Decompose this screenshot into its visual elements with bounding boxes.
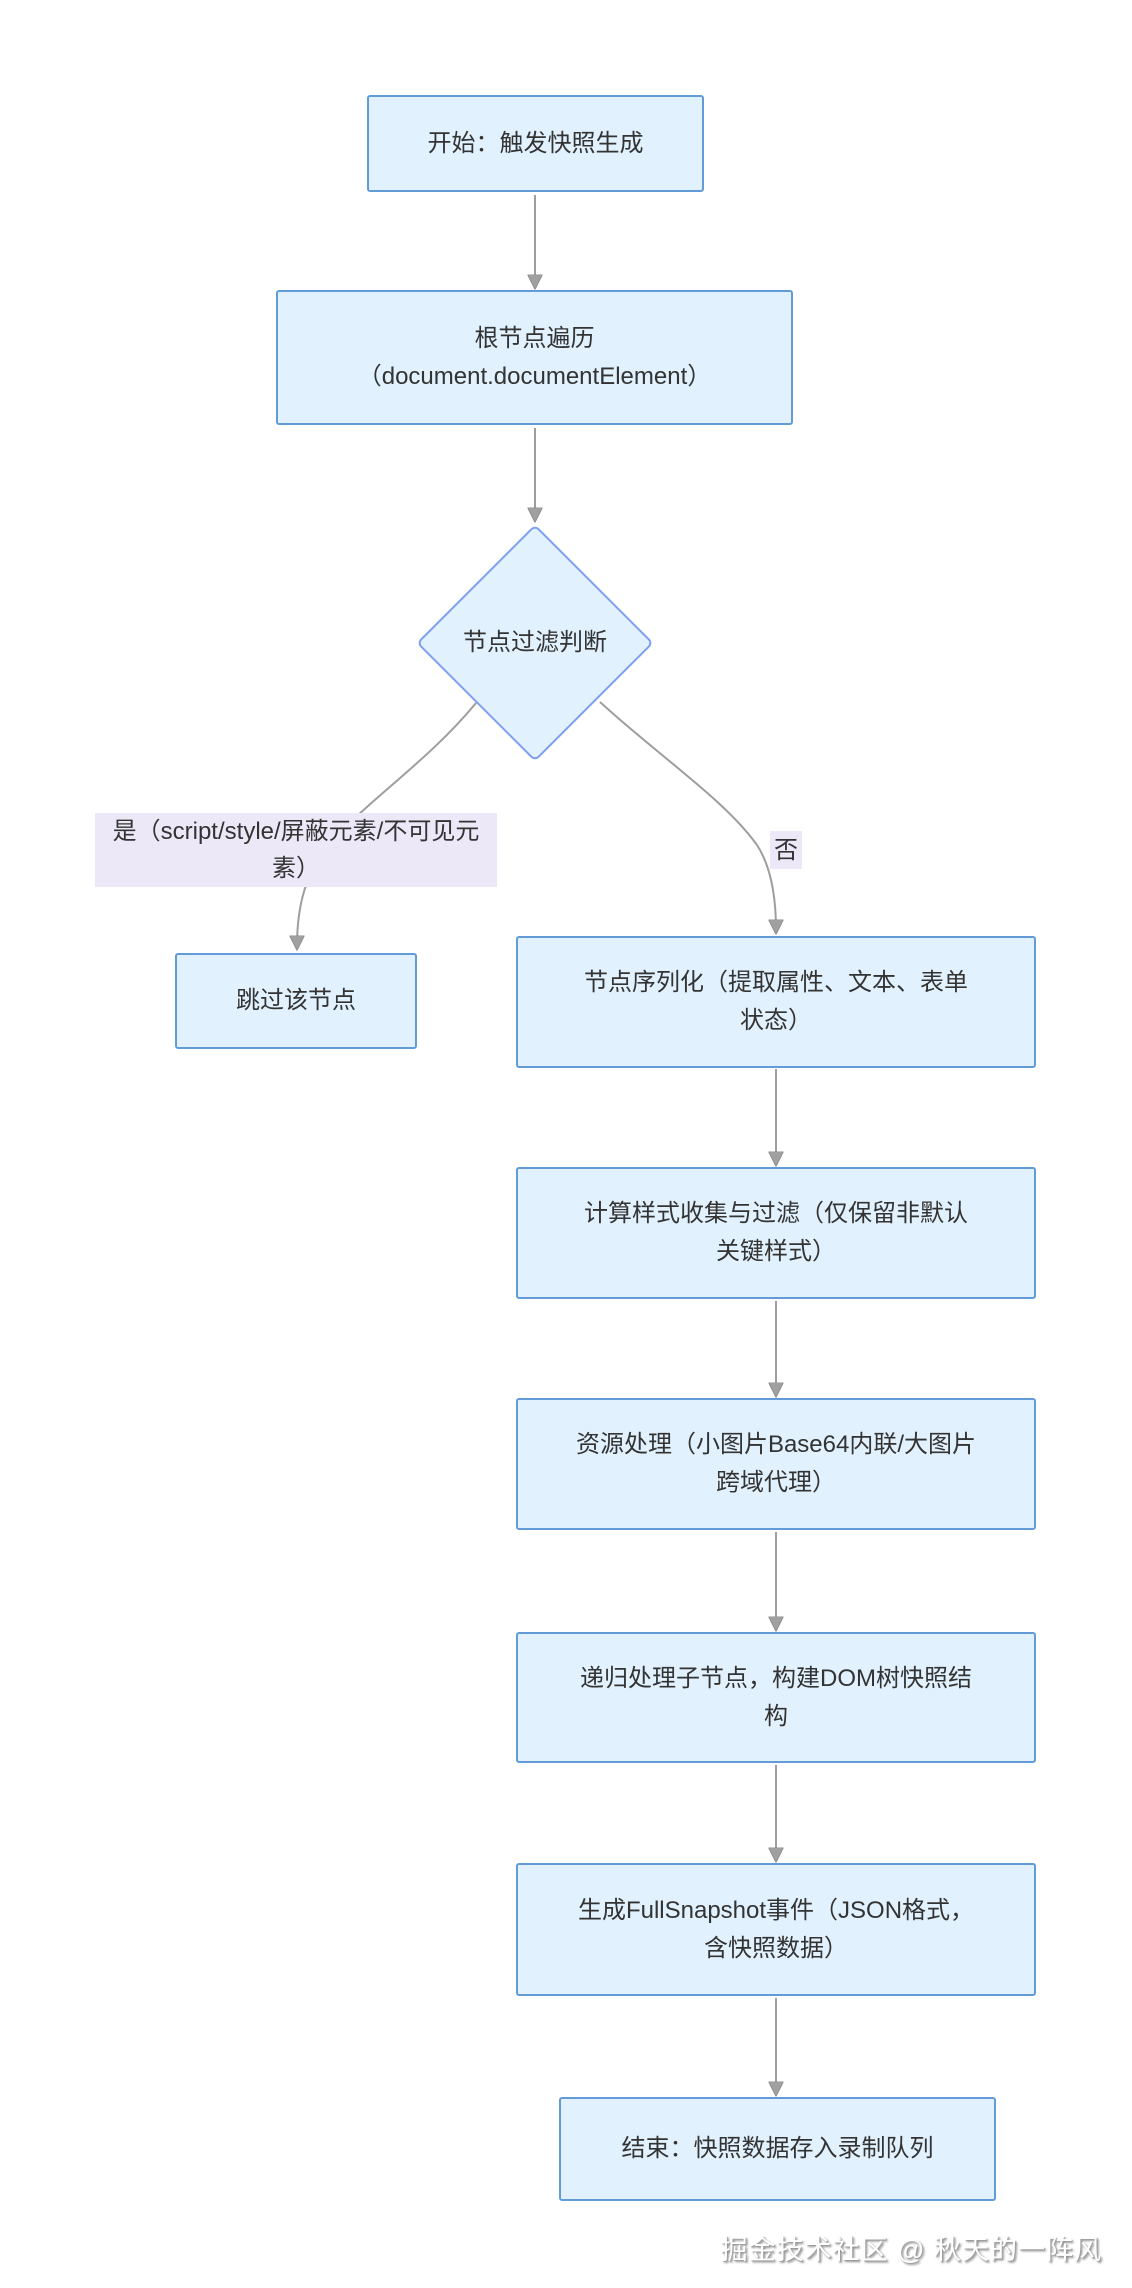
edge-label-no: 否 <box>770 831 802 869</box>
node-fullsnapshot-event-line1: 生成FullSnapshot事件（JSON格式， <box>577 1896 975 1924</box>
node-serialize: 节点序列化（提取属性、文本、表单 状态） <box>516 936 1036 1068</box>
node-computed-styles: 计算样式收集与过滤（仅保留非默认 关键样式） <box>516 1167 1036 1299</box>
node-skip-label: 跳过该节点 <box>236 987 356 1014</box>
node-end-label: 结束：快照数据存入录制队列 <box>621 2135 934 2162</box>
edge-label-yes-line2: 素） <box>272 855 320 882</box>
node-computed-styles-line2: 关键样式） <box>716 1238 836 1265</box>
node-recurse-children-line2: 构 <box>764 1702 788 1730</box>
edge-label-no-text: 否 <box>774 836 798 864</box>
node-resource-handling-line1: 资源处理（小图片Base64内联/大图片 <box>575 1431 977 1458</box>
node-fullsnapshot-event: 生成FullSnapshot事件（JSON格式， 含快照数据） <box>516 1863 1036 1996</box>
node-skip: 跳过该节点 <box>175 953 417 1049</box>
node-recurse-children-line1: 递归处理子节点，构建DOM树快照结 <box>580 1664 972 1692</box>
decision-node-filter: 节点过滤判断 <box>435 624 635 662</box>
node-serialize-line1: 节点序列化（提取属性、文本、表单 <box>584 969 968 996</box>
node-root-traverse-line1: 根节点遍历 <box>474 324 595 352</box>
node-end: 结束：快照数据存入录制队列 <box>559 2097 996 2201</box>
edge-filter-to-serialize <box>599 701 776 930</box>
node-resource-handling-line2: 跨域代理） <box>716 1469 836 1496</box>
edge-label-yes: 是（script/style/屏蔽元素/不可见元 素） <box>95 813 497 887</box>
node-start: 开始：触发快照生成 <box>367 95 704 192</box>
edge-label-yes-line1: 是（script/style/屏蔽元素/不可见元 <box>112 818 480 845</box>
node-root-traverse-line2: （document.documentElement） <box>357 362 712 390</box>
node-root-traverse: 根节点遍历 （document.documentElement） <box>276 290 793 425</box>
node-computed-styles-line1: 计算样式收集与过滤（仅保留非默认 <box>584 1200 968 1227</box>
node-fullsnapshot-event-line2: 含快照数据） <box>704 1934 848 1962</box>
node-recurse-children: 递归处理子节点，构建DOM树快照结 构 <box>516 1632 1036 1763</box>
decision-node-filter-label: 节点过滤判断 <box>463 629 607 656</box>
node-resource-handling: 资源处理（小图片Base64内联/大图片 跨域代理） <box>516 1398 1036 1530</box>
node-serialize-line2: 状态） <box>740 1007 812 1034</box>
node-start-label: 开始：触发快照生成 <box>427 129 644 157</box>
watermark: 掘金技术社区 @ 秋天的一阵风 <box>720 2235 1102 2265</box>
